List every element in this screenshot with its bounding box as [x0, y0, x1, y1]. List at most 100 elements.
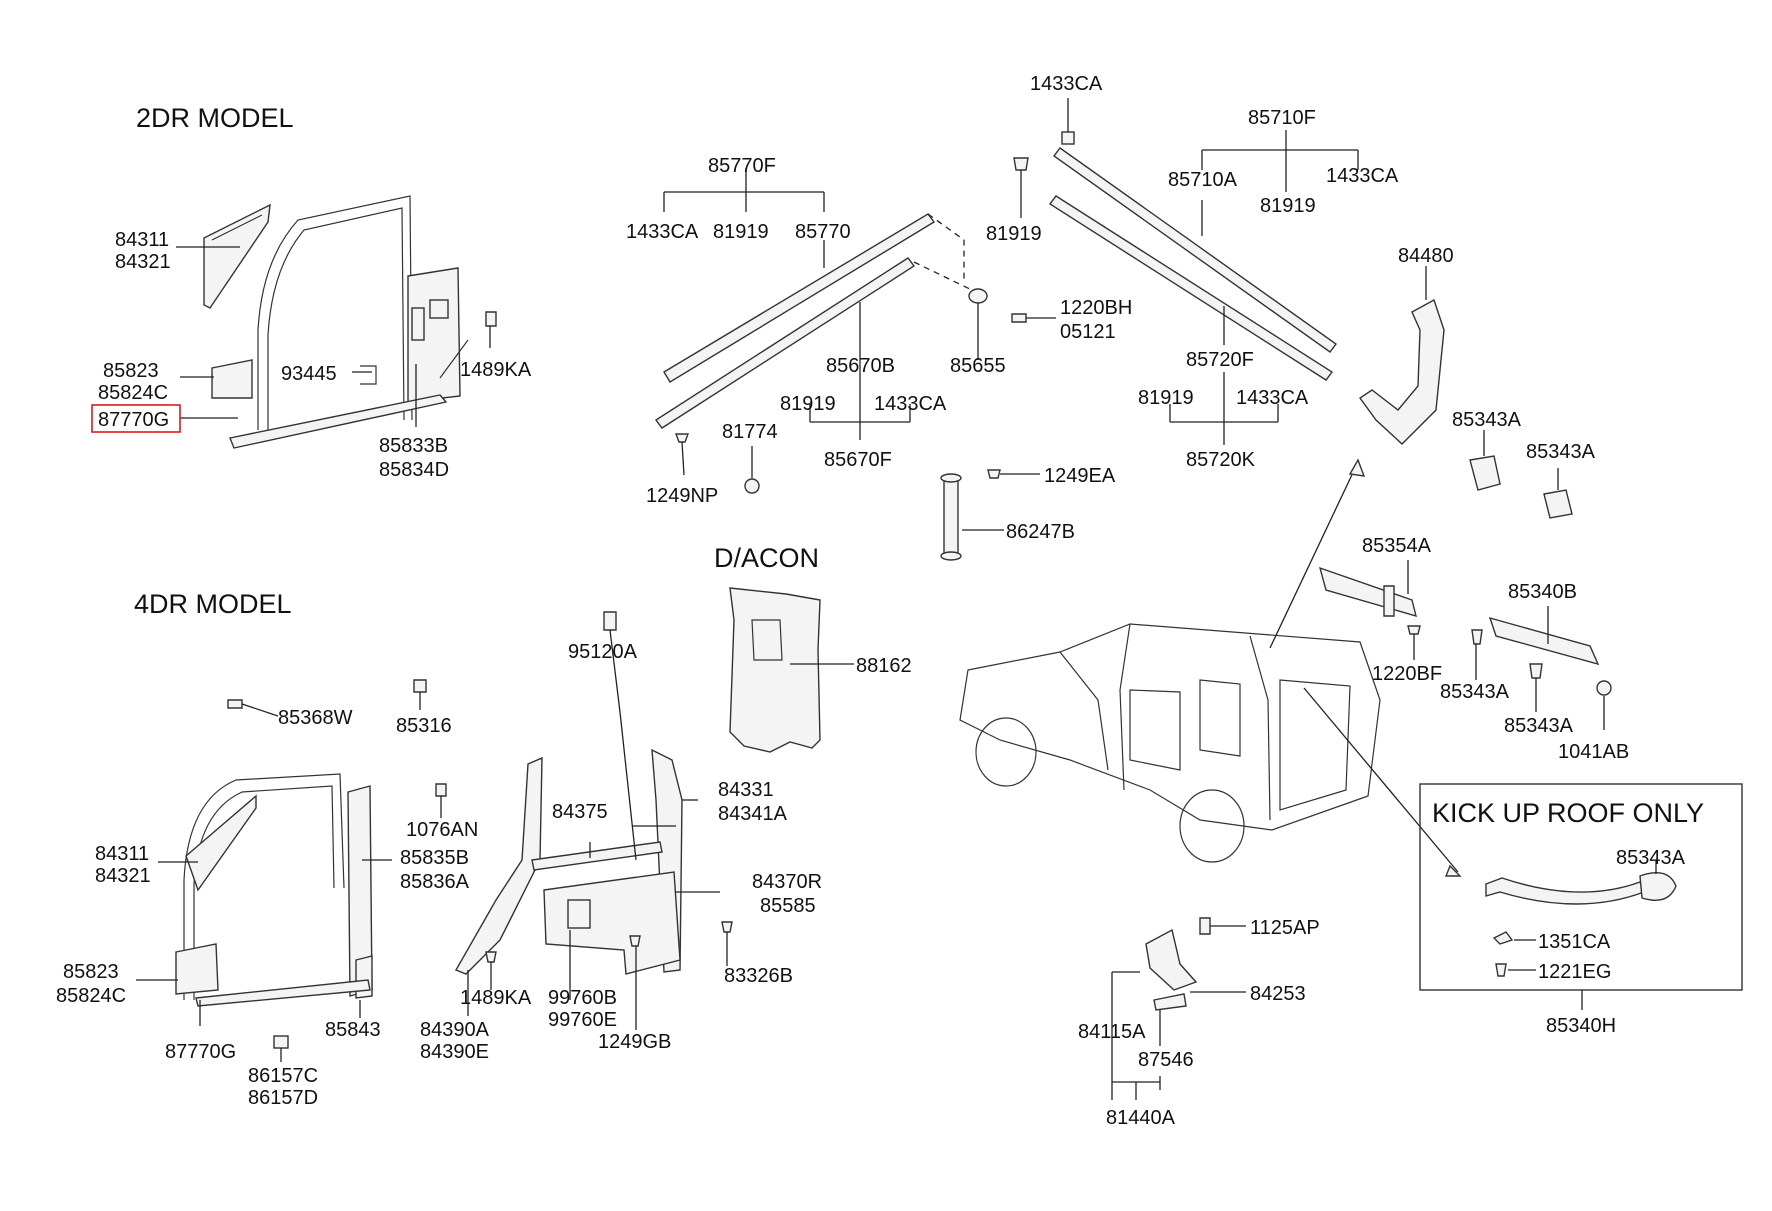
bracket-85770f	[663, 168, 825, 268]
label-1489ka-2dr: 1489KA	[460, 359, 532, 381]
label-85823-4dr: 85823	[63, 961, 119, 983]
label-85343a-d: 85343A	[1504, 715, 1574, 737]
label-85655: 85655	[950, 355, 1006, 377]
label-85843: 85843	[325, 1019, 381, 1041]
label-84370r: 84370R	[752, 871, 822, 893]
label-85834d: 85834D	[379, 459, 449, 481]
label-84253: 84253	[1250, 983, 1306, 1005]
title-2dr-model: 2DR MODEL	[136, 103, 294, 133]
label-85316: 85316	[396, 715, 452, 737]
label-05121: 05121	[1060, 321, 1116, 343]
vehicle-body-outline	[959, 458, 1462, 877]
kick-up-roof-box	[1419, 783, 1743, 991]
label-93445: 93445	[281, 363, 337, 385]
fasteners-top	[1013, 98, 1075, 218]
label-86157c: 86157C	[248, 1065, 318, 1087]
label-85340b: 85340B	[1508, 581, 1577, 603]
label-85670b: 85670B	[826, 355, 895, 377]
label-85720f: 85720F	[1186, 349, 1254, 371]
roof-rods-85770	[654, 213, 988, 429]
label-1249gb: 1249GB	[598, 1031, 671, 1053]
label-86247b: 86247B	[1006, 521, 1075, 543]
label-85368w: 85368W	[278, 707, 353, 729]
label-95120a: 95120A	[568, 641, 638, 663]
label-85670f: 85670F	[824, 449, 892, 471]
4dr-door-frame	[175, 679, 447, 1062]
label-1125ap: 1125AP	[1250, 917, 1320, 939]
label-84341a: 84341A	[718, 803, 788, 825]
title-kick-up-roof-only: KICK UP ROOF ONLY	[1432, 798, 1704, 828]
label-1433ca-85720k: 1433CA	[1236, 387, 1309, 409]
label-1433ca-85710f: 1433CA	[1326, 165, 1399, 187]
label-85343a-kick: 85343A	[1616, 847, 1686, 869]
label-1433ca-top: 1433CA	[1030, 73, 1103, 95]
label-81774: 81774	[722, 421, 778, 443]
label-84390a: 84390A	[420, 1019, 490, 1041]
label-84311-2dr: 84311	[115, 229, 169, 251]
label-85343a-a: 85343A	[1452, 409, 1522, 431]
label-85340h: 85340H	[1546, 1015, 1616, 1037]
label-1249ea: 1249EA	[1044, 465, 1116, 487]
label-81919-85710f: 81919	[1260, 195, 1316, 217]
label-85343a-c: 85343A	[1440, 681, 1510, 703]
4dr-leaders	[136, 859, 392, 1026]
label-85710a: 85710A	[1168, 169, 1238, 191]
label-84331: 84331	[718, 779, 774, 801]
part-84253-anchor	[1111, 917, 1246, 1100]
part-85340h	[1485, 860, 1677, 1010]
label-81919-85770f: 81919	[713, 221, 769, 243]
label-1076an: 1076AN	[406, 819, 478, 841]
label-85354a: 85354A	[1362, 535, 1432, 557]
4dr-quarter-trim	[454, 611, 733, 1030]
part-88162	[729, 587, 854, 753]
part-85340b	[1471, 606, 1612, 730]
label-84375: 84375	[552, 801, 608, 823]
label-84321-2dr: 84321	[115, 251, 171, 273]
label-85770: 85770	[795, 221, 851, 243]
title-d-acon: D/ACON	[714, 543, 819, 573]
label-99760e: 99760E	[548, 1009, 617, 1031]
label-81440a: 81440A	[1106, 1107, 1176, 1129]
label-85343a-b: 85343A	[1526, 441, 1596, 463]
label-84480: 84480	[1398, 245, 1454, 267]
label-81919-85670f: 81919	[780, 393, 836, 415]
label-87770g-4dr: 87770G	[165, 1041, 236, 1063]
label-85710f: 85710F	[1248, 107, 1316, 129]
title-4dr-model: 4DR MODEL	[134, 589, 292, 619]
label-88162: 88162	[856, 655, 912, 677]
label-1351ca: 1351CA	[1538, 931, 1611, 953]
bracket-85670f	[809, 302, 911, 440]
label-85824c-2dr: 85824C	[98, 382, 168, 404]
2dr-door-frame	[203, 195, 497, 449]
label-1221eg: 1221EG	[1538, 961, 1611, 983]
label-85585: 85585	[760, 895, 816, 917]
label-84321-4dr: 84321	[95, 865, 151, 887]
label-85836a: 85836A	[400, 871, 470, 893]
caps-85343a-upper	[1469, 430, 1573, 519]
part-86247b	[940, 469, 1040, 561]
label-81919-85720k: 81919	[1138, 387, 1194, 409]
label-1433ca-85770f: 1433CA	[626, 221, 699, 243]
label-85835b: 85835B	[400, 847, 469, 869]
fasteners-center	[674, 313, 1056, 494]
label-85720k: 85720K	[1186, 449, 1256, 471]
highlight-box-87770g	[91, 404, 181, 433]
label-81919-top: 81919	[986, 223, 1042, 245]
part-84480	[1359, 266, 1445, 445]
bracket-85710f	[1201, 130, 1359, 345]
label-1220bf: 1220BF	[1372, 663, 1442, 685]
label-85824c-4dr: 85824C	[56, 985, 126, 1007]
label-1489ka-4dr: 1489KA	[460, 987, 532, 1009]
label-84390e: 84390E	[420, 1041, 489, 1063]
label-83326b: 83326B	[724, 965, 793, 987]
label-1433ca-85670f: 1433CA	[874, 393, 947, 415]
label-99760b: 99760B	[548, 987, 617, 1009]
label-85823-2dr: 85823	[103, 360, 159, 382]
label-87770g-2dr: 87770G	[98, 409, 169, 431]
roof-rods-85710	[1048, 147, 1337, 381]
2dr-leaders	[176, 246, 491, 427]
label-85770f: 85770F	[708, 155, 776, 177]
label-87546: 87546	[1138, 1049, 1194, 1071]
